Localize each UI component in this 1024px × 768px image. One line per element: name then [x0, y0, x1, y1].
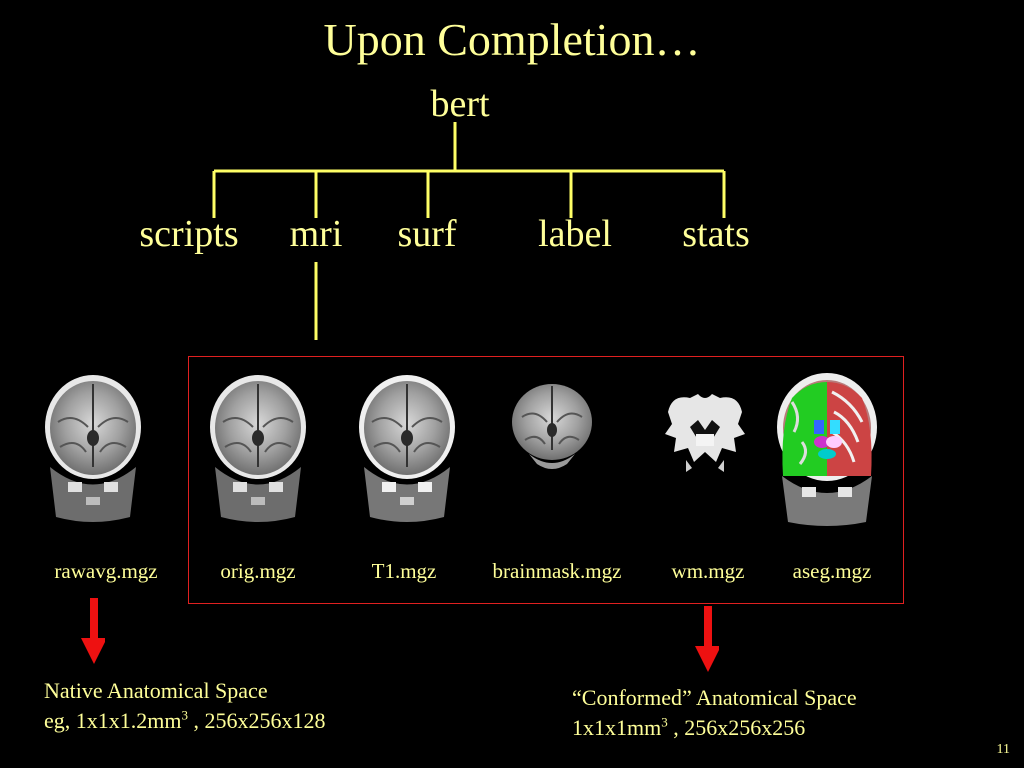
arrow-down-native: [81, 598, 105, 664]
arrow-down-conformed: [695, 606, 719, 672]
dir-surf: surf: [397, 213, 457, 255]
conformed-files-box: [188, 356, 904, 604]
slide-title: Upon Completion…: [323, 14, 701, 65]
dir-mri: mri: [289, 213, 343, 255]
dir-label: label: [538, 213, 612, 255]
scan-brainmask-image: [497, 372, 607, 527]
conformed-space-note: “Conformed” Anatomical Space 1x1x1mm3 , …: [572, 683, 857, 743]
native-space-note: Native Anatomical Space eg, 1x1x1.2mm3 ,…: [44, 676, 326, 736]
native-space-line1: Native Anatomical Space: [44, 678, 268, 703]
scan-orig-image: [203, 372, 313, 527]
dir-stats: stats: [682, 213, 750, 255]
dir-scripts: scripts: [139, 213, 239, 255]
scan-aseg-image: [772, 372, 882, 527]
scan-t1-image: [352, 372, 462, 527]
scan-wm-image: [650, 372, 760, 527]
file-label-orig: orig.mgz: [220, 559, 296, 583]
file-label-wm: wm.mgz: [671, 559, 745, 583]
file-label-rawavg: rawavg.mgz: [54, 559, 158, 583]
file-label-brainmask: brainmask.mgz: [492, 559, 622, 583]
conformed-space-line1: “Conformed” Anatomical Space: [572, 685, 857, 710]
native-space-line2: eg, 1x1x1.2mm3 , 256x256x128: [44, 707, 326, 733]
tree-root-label: bert: [430, 83, 490, 125]
conformed-space-line2: 1x1x1mm3 , 256x256x256: [572, 714, 806, 740]
file-label-aseg: aseg.mgz: [792, 559, 872, 583]
file-label-t1: T1.mgz: [371, 559, 437, 583]
page-number: 11: [996, 742, 1010, 757]
scan-rawavg-image: [38, 372, 148, 527]
